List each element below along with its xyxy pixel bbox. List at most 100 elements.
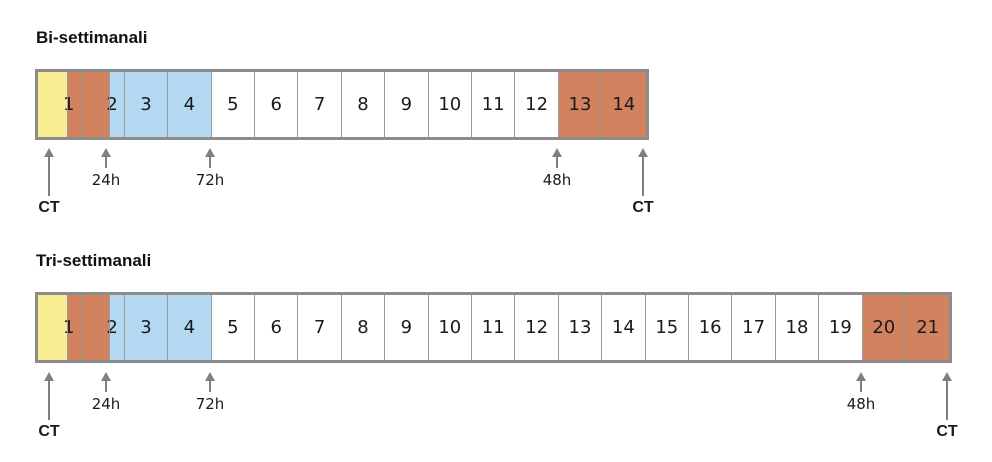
time-label: 72h (195, 395, 225, 413)
day-cell: 1 (38, 295, 82, 360)
day-cell: 13 (558, 295, 603, 360)
day-number: 11 (481, 317, 505, 338)
section-title: Bi-settimanali (36, 28, 148, 47)
time-label: 72h (195, 171, 225, 189)
day-cell: 5 (211, 72, 255, 137)
day-number: 8 (357, 94, 369, 115)
day-number: 21 (916, 317, 940, 338)
day-number: 3 (140, 94, 152, 115)
up-arrow-icon (856, 372, 866, 392)
day-cell: 15 (645, 295, 689, 360)
time-offset-line (67, 72, 68, 137)
day-base-fill (81, 295, 110, 360)
day-cell: 2 (81, 72, 125, 137)
day-cell: 17 (732, 295, 776, 360)
day-cell: 2 (81, 295, 125, 360)
day-number: 9 (400, 317, 413, 338)
day-base-fill (38, 72, 67, 137)
up-arrow-icon (205, 372, 215, 392)
day-base-fill (81, 72, 110, 137)
day-cell: 19 (819, 295, 863, 360)
day-number: 19 (828, 317, 852, 338)
day-number: 1 (62, 94, 75, 115)
day-cell: 10 (428, 72, 472, 137)
day-cell: 8 (341, 295, 386, 360)
day-number: 7 (313, 94, 326, 115)
day-number: 14 (611, 317, 635, 338)
day-cell: 5 (211, 295, 255, 360)
day-number: 3 (140, 317, 152, 338)
day-number: 17 (742, 317, 766, 338)
time-offset-line (109, 295, 111, 360)
time-offset-band (109, 72, 125, 137)
day-cell: 7 (298, 72, 342, 137)
day-number: 8 (357, 317, 369, 338)
time-offset-line (67, 295, 68, 360)
day-number: 6 (270, 94, 282, 115)
time-label: 24h (91, 171, 121, 189)
time-label: 48h (846, 395, 876, 413)
day-cell: 12 (515, 295, 559, 360)
day-cell: 14 (602, 295, 646, 360)
day-cell: 6 (255, 295, 299, 360)
time-label: 48h (542, 171, 572, 189)
day-number: 15 (655, 317, 679, 338)
day-cell: 18 (775, 295, 820, 360)
day-cell: 11 (472, 72, 516, 137)
day-cell: 9 (385, 295, 429, 360)
up-arrow-icon (44, 148, 54, 196)
day-cell: 9 (385, 72, 429, 137)
day-number: 18 (785, 317, 809, 338)
day-cell: 7 (298, 295, 342, 360)
day-number: 10 (438, 94, 462, 115)
day-number: 11 (481, 94, 505, 115)
day-cell: 6 (255, 72, 299, 137)
ct-label: CT (936, 423, 958, 440)
up-arrow-icon (205, 148, 215, 168)
day-number: 1 (62, 317, 75, 338)
day-number: 14 (612, 94, 636, 115)
time-label: 24h (91, 395, 121, 413)
day-number: 7 (313, 317, 326, 338)
day-number: 9 (400, 94, 413, 115)
ct-label: CT (38, 199, 60, 216)
day-cell: 1 (38, 72, 82, 137)
time-offset-band (67, 72, 82, 137)
section-title: Tri-settimanali (36, 251, 152, 270)
day-cell: 21 (906, 295, 950, 360)
day-number: 16 (698, 317, 722, 338)
up-arrow-icon (942, 372, 952, 420)
day-cell: 3 (124, 295, 169, 360)
day-cell: 14 (602, 72, 646, 137)
day-number: 2 (106, 94, 118, 115)
day-number: 13 (568, 94, 592, 115)
day-number: 4 (183, 94, 196, 115)
day-number: 6 (270, 317, 282, 338)
ct-label: CT (632, 199, 654, 216)
ct-label: CT (38, 423, 60, 440)
day-number: 2 (106, 317, 118, 338)
up-arrow-icon (552, 148, 562, 168)
day-cell: 20 (862, 295, 906, 360)
time-offset-line (109, 72, 111, 137)
day-cell: 8 (341, 72, 386, 137)
time-offset-band (109, 295, 125, 360)
day-cell: 4 (168, 295, 212, 360)
day-number: 5 (227, 317, 239, 338)
time-offset-band (67, 295, 82, 360)
day-cell: 13 (558, 72, 603, 137)
day-base-fill (38, 295, 67, 360)
day-cell: 10 (428, 295, 472, 360)
day-number: 5 (227, 94, 239, 115)
day-number: 4 (183, 317, 196, 338)
day-number: 10 (438, 317, 462, 338)
day-cell: 4 (168, 72, 212, 137)
day-cell: 12 (515, 72, 559, 137)
day-cell: 16 (689, 295, 733, 360)
day-cell: 11 (472, 295, 516, 360)
up-arrow-icon (638, 148, 648, 196)
day-number: 12 (525, 94, 549, 115)
up-arrow-icon (101, 148, 111, 168)
